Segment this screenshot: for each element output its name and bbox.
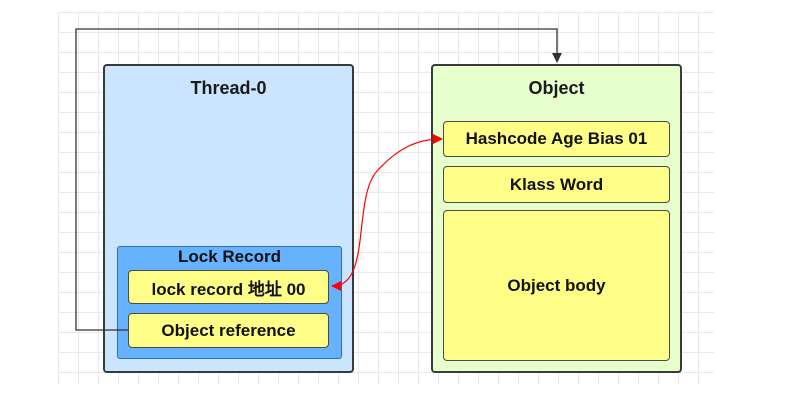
object-title: Object [528, 78, 585, 98]
object-body-field: Object body [443, 210, 670, 361]
klass-word-field: Klass Word [443, 166, 670, 203]
object-reference-connector [75, 28, 562, 331]
lock-record-address-field: lock record 地址 00 [128, 270, 329, 304]
thread-title: Thread-0 [190, 78, 267, 98]
cas-exchange-arrow [331, 134, 443, 291]
object-reference-field: Object reference [128, 313, 329, 348]
mark-word-field: Hashcode Age Bias 01 [443, 121, 670, 157]
lock-record-title: Lock Record [178, 247, 281, 266]
